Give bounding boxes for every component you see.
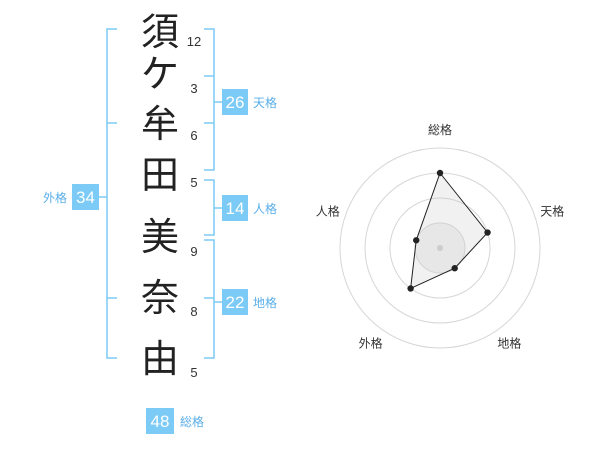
radar-ring [389,197,491,299]
name-char-6: 奈 [141,276,179,320]
name-char-4: 田 [141,153,179,197]
jinkaku-box [222,195,248,221]
name-char-1: 須 [141,10,179,54]
radar-points [407,169,491,292]
name-char-7: 由 [141,337,179,381]
soukaku-label: 総格 [180,414,204,429]
brackets [99,28,222,359]
radar-axis-label-1: 総格 [428,122,452,137]
radar-ring [339,147,541,349]
radar-point-5 [413,237,420,244]
radar-point-3 [451,265,458,272]
radar-axis-label-5: 人格 [316,204,340,219]
chikaku-bracket [204,239,215,359]
radar-center-dot [437,245,443,251]
tenkaku: 26 天格 [222,89,277,115]
gaikaku-label: 外格 [43,190,67,205]
chikaku-box [222,289,248,315]
radar-axis-label-4: 外格 [359,335,383,350]
jinkaku-bracket [204,179,215,236]
jinkaku: 14 人格 [222,195,277,221]
gaikaku: 34 外格 [43,184,99,210]
soukaku-box [146,408,174,434]
stroke-count-2: 3 [190,81,197,96]
chikaku: 22 地格 [222,289,277,315]
radar-point-4 [407,285,414,292]
stroke-count-3: 6 [190,128,197,143]
soukaku: 48 総格 [146,408,204,434]
chikaku-label: 地格 [253,295,277,310]
name-char-5: 美 [141,215,179,259]
chikaku-value: 22 [226,293,245,312]
tenkaku-box [222,89,248,115]
tenkaku-label: 天格 [253,95,277,110]
jinkaku-value: 14 [226,199,245,218]
stroke-count-4: 5 [190,175,197,190]
stroke-count-1: 12 [187,34,201,49]
jinkaku-label: 人格 [253,201,277,216]
radar-point-1 [436,169,444,177]
soukaku-value: 48 [151,412,170,431]
radar-point-2 [484,229,491,236]
radar-series-area [410,171,489,290]
radar-axis-label-3: 地格 [497,335,521,350]
stroke-count-6: 8 [190,304,197,319]
stroke-count-5: 9 [190,244,197,259]
name-char-2: ケ [141,52,179,96]
gaikaku-value: 34 [76,188,95,207]
gaikaku-box [72,184,99,210]
gaikaku-bracket [106,28,117,359]
radar-axis-label-2: 天格 [540,204,564,219]
name-characters: 須 ケ 牟 田 美 奈 由 [141,10,179,381]
name-char-3: 牟 [141,102,179,146]
tenkaku-bracket [204,28,215,171]
stroke-counts: 12 3 6 5 9 8 5 [187,34,201,380]
tenkaku-value: 26 [226,93,245,112]
stroke-count-7: 5 [190,365,197,380]
